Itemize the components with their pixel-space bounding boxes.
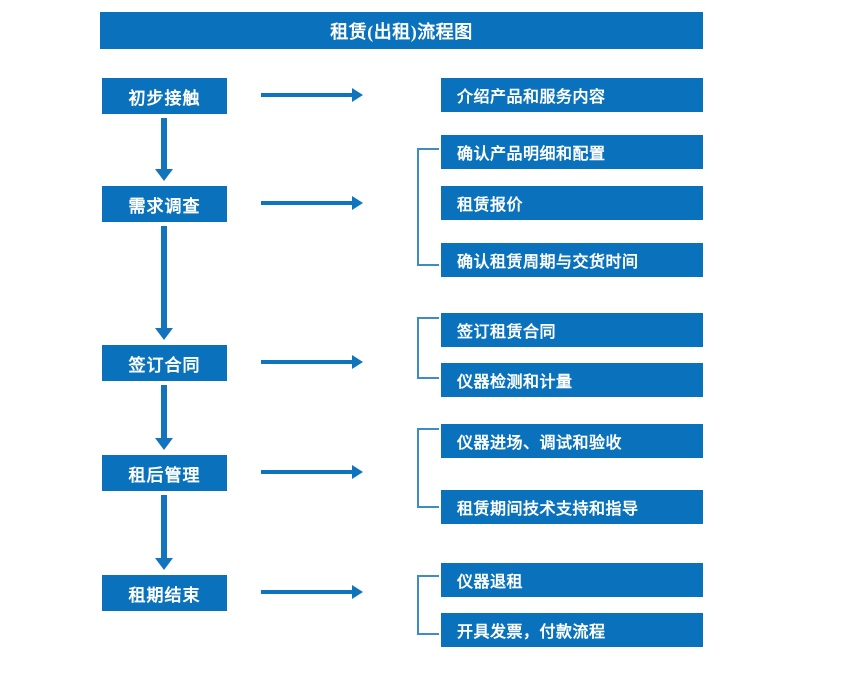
task-box-9[interactable]: 仪器退租 bbox=[441, 563, 703, 597]
stage-box-4[interactable]: 租后管理 bbox=[102, 455, 227, 491]
task-box-8[interactable]: 租赁期间技术支持和指导 bbox=[441, 490, 703, 524]
stage-box-2[interactable]: 需求调查 bbox=[102, 186, 227, 222]
flow-arrow-down-1 bbox=[155, 118, 173, 181]
diagram-title: 租赁(出租)流程图 bbox=[100, 12, 703, 49]
flow-arrow-down-3 bbox=[155, 385, 173, 450]
task-group-bracket-5 bbox=[417, 575, 439, 635]
flow-arrow-down-2 bbox=[155, 226, 173, 340]
task-box-2[interactable]: 确认产品明细和配置 bbox=[441, 135, 703, 169]
stage-to-tasks-arrow-2 bbox=[261, 196, 363, 210]
task-group-bracket-2 bbox=[417, 148, 439, 266]
task-box-6[interactable]: 仪器检测和计量 bbox=[441, 363, 703, 397]
task-box-1[interactable]: 介绍产品和服务内容 bbox=[441, 78, 703, 112]
task-box-10[interactable]: 开具发票，付款流程 bbox=[441, 613, 703, 647]
stage-box-5[interactable]: 租期结束 bbox=[102, 575, 227, 611]
task-box-5[interactable]: 签订租赁合同 bbox=[441, 313, 703, 347]
task-box-7[interactable]: 仪器进场、调试和验收 bbox=[441, 424, 703, 458]
task-group-bracket-4 bbox=[417, 428, 439, 508]
task-group-bracket-3 bbox=[417, 317, 439, 379]
stage-to-tasks-arrow-5 bbox=[261, 585, 363, 599]
task-box-3[interactable]: 租赁报价 bbox=[441, 186, 703, 220]
stage-box-1[interactable]: 初步接触 bbox=[102, 78, 227, 114]
task-box-4[interactable]: 确认租赁周期与交货时间 bbox=[441, 243, 703, 277]
stage-to-tasks-arrow-3 bbox=[261, 355, 363, 369]
stage-to-tasks-arrow-1 bbox=[261, 88, 363, 102]
stage-box-3[interactable]: 签订合同 bbox=[102, 345, 227, 381]
stage-to-tasks-arrow-4 bbox=[261, 465, 363, 479]
flow-arrow-down-4 bbox=[155, 495, 173, 570]
